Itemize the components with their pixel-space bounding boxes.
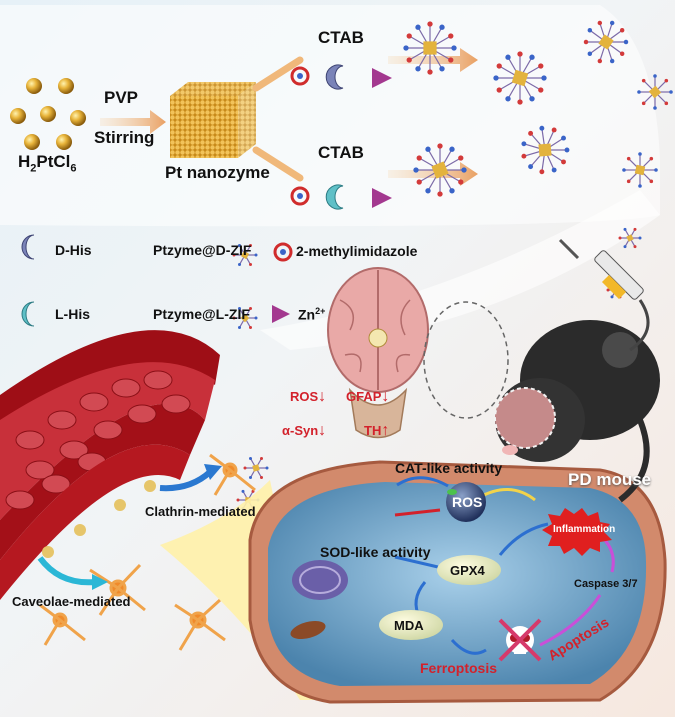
h2ptcl6-label: H2PtCl6 (18, 152, 77, 175)
caveolae-arrowhead (92, 574, 108, 590)
reagents-top (290, 64, 392, 90)
clathrin-arrowhead (204, 464, 222, 480)
blood-vessel (0, 330, 220, 600)
reagents-bottom (290, 184, 392, 210)
zif-nanoparticle (637, 74, 673, 110)
ferroptosis-label: Ferroptosis (420, 660, 498, 676)
zif-nanoparticle (583, 20, 629, 64)
ctab-arrow-top (388, 48, 478, 72)
mda-node (379, 610, 443, 640)
branch-arrow-top (252, 56, 304, 92)
pt-nanozyme-cube (170, 82, 256, 158)
marker-th: TH↑ (364, 422, 390, 439)
h2ptcl6-particles (10, 78, 86, 150)
zif-nanoparticle (618, 227, 642, 249)
marker-gfap: GFAP↓ (346, 388, 390, 405)
caveolae-arrow (37, 556, 96, 586)
zif-nanoparticle (622, 152, 658, 188)
ctab-label-bottom: CTAB (318, 143, 364, 162)
cat-activity-label: CAT-like activity (395, 460, 503, 476)
marker-asyn: α-Syn↓ (282, 422, 327, 439)
zif-nanoparticle (243, 456, 269, 480)
pvp-arrow (100, 110, 166, 134)
zoom-ellipse (423, 301, 509, 419)
pvp-label: PVP (104, 88, 139, 107)
legend-zinc: Zn2+ (298, 306, 326, 323)
zif-nanoparticle (232, 306, 258, 330)
syringe (558, 238, 650, 352)
branch-arrow-bottom (252, 146, 304, 182)
legend-d-his: D-His (55, 242, 92, 258)
inflammation-burst (542, 508, 612, 556)
pathway-arrows (394, 476, 615, 655)
zif-nanoparticle (403, 21, 457, 75)
zif-nanoparticle (521, 125, 570, 175)
pd-mouse (494, 320, 660, 503)
gpx4-node (437, 555, 501, 585)
zif-nanoparticle (232, 243, 258, 267)
legend-ptzyme-l-zif: Ptzyme@L-ZIF (153, 306, 250, 322)
marker-ros: ROS↓ (290, 388, 327, 405)
gpx4-label: GPX4 (450, 563, 485, 578)
caspase-label: Caspase 3/7 (574, 578, 638, 590)
legend-icons (21, 234, 293, 327)
mda-label: MDA (394, 618, 424, 633)
legend-ptzyme-d-zif: Ptzyme@D-ZIF (153, 242, 252, 258)
pt-nanozyme-label: Pt nanozyme (165, 163, 270, 182)
sod-activity-label: SOD-like activity (320, 544, 431, 560)
ros-highlight (447, 489, 457, 495)
skull-icon (498, 618, 542, 662)
brain-illustration (327, 267, 429, 439)
caveolae-label: Caveolae-mediated (12, 594, 131, 609)
clathrin-label: Clathrin-mediated (145, 504, 256, 519)
stirring-label: Stirring (94, 128, 155, 147)
ros-node-label: ROS (452, 494, 483, 510)
ctab-label-top: CTAB (318, 28, 364, 47)
legend-l-his: L-His (55, 306, 90, 322)
zif-nanoparticle (413, 143, 467, 197)
legend-methylimidazole: 2-methylimidazole (296, 243, 418, 259)
astrocytes (39, 453, 256, 651)
pd-mouse-label: PD mouse (568, 470, 652, 489)
zif-nanoparticle (493, 51, 547, 105)
synthesis-panel (0, 5, 660, 227)
clathrin-arrow (159, 469, 213, 492)
inflammation-label: Inflammation (553, 524, 616, 535)
